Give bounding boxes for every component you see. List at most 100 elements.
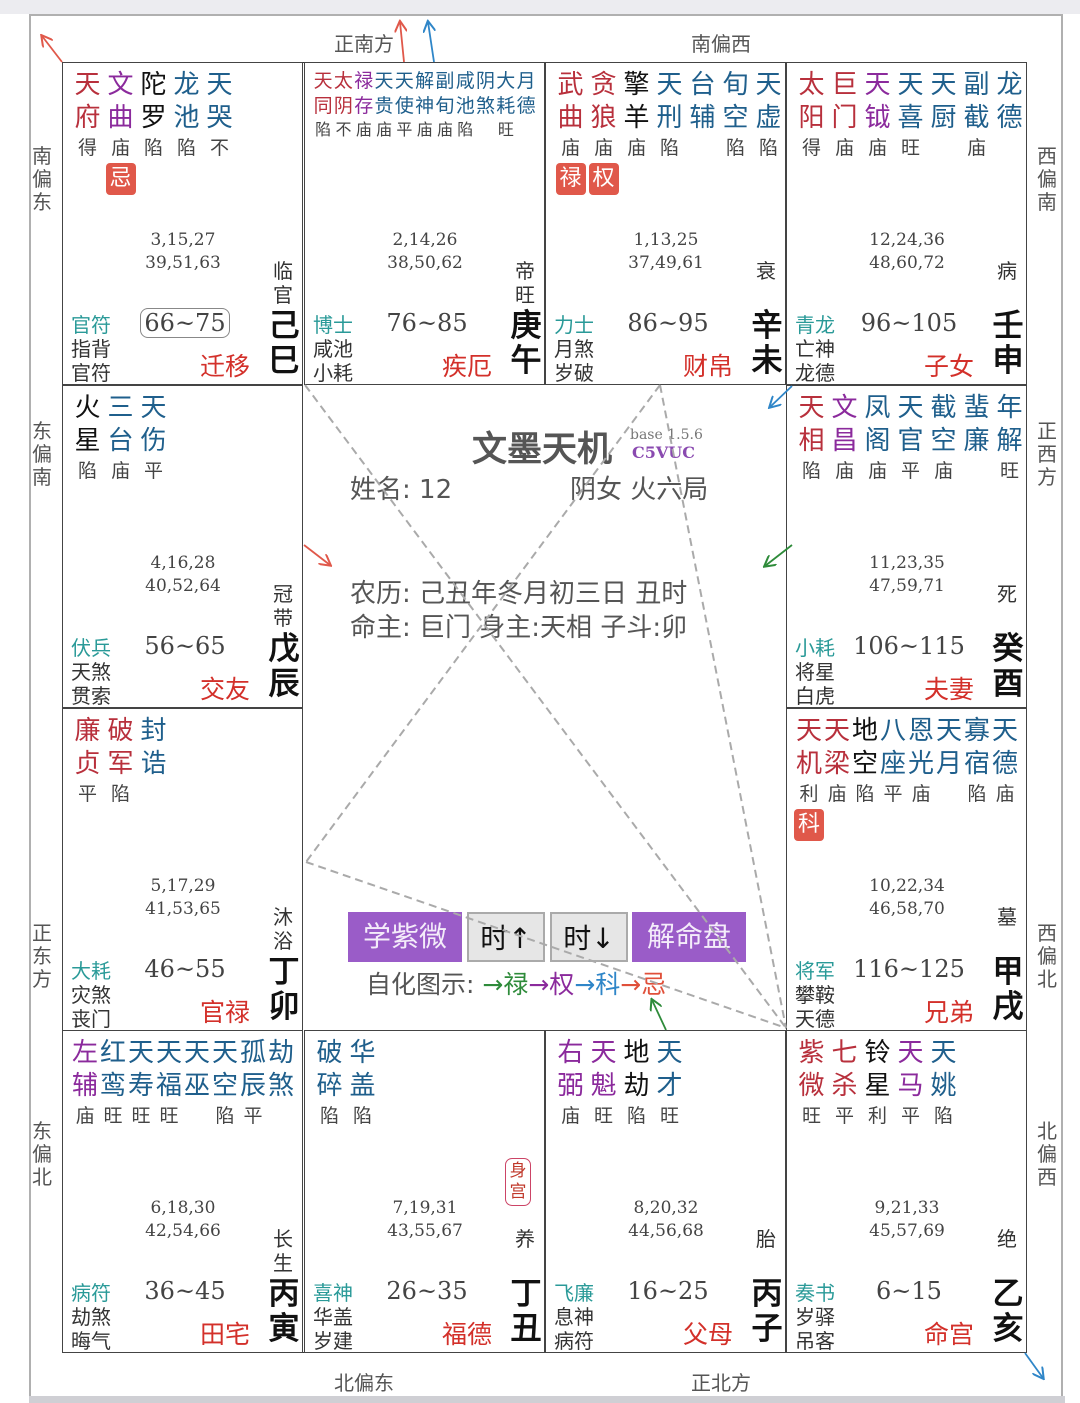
star[interactable]: 贪狼庙权 xyxy=(587,69,620,195)
star[interactable]: 天才旺 xyxy=(653,1037,686,1129)
star[interactable]: 武曲庙禄 xyxy=(554,69,587,195)
star[interactable]: 凤阁庙 xyxy=(861,392,894,484)
star[interactable]: 太阴不 xyxy=(333,69,353,145)
star[interactable]: 天巫 xyxy=(183,1037,211,1129)
star[interactable]: 三台庙 xyxy=(104,392,137,484)
star[interactable]: 右弼庙 xyxy=(554,1037,587,1129)
star[interactable]: 旬空陷 xyxy=(719,69,752,195)
star[interactable]: 天哭不 xyxy=(203,69,236,195)
star[interactable]: 龙池陷 xyxy=(170,69,203,195)
star[interactable]: 天福旺 xyxy=(155,1037,183,1129)
star[interactable]: 天伤平 xyxy=(137,392,170,484)
star[interactable]: 蜚廉 xyxy=(960,392,993,484)
star[interactable]: 恩光庙 xyxy=(907,715,935,841)
decade-range[interactable]: 96~105 xyxy=(847,307,971,339)
star[interactable]: 年解旺 xyxy=(993,392,1026,484)
star[interactable]: 天姚陷 xyxy=(927,1037,960,1129)
star[interactable]: 截空庙 xyxy=(927,392,960,484)
star[interactable]: 地空陷 xyxy=(851,715,879,841)
star[interactable]: 天刑陷 xyxy=(653,69,686,195)
star[interactable]: 大耗旺 xyxy=(496,69,516,145)
interpret-chart-button[interactable]: 解命盘 xyxy=(632,912,746,962)
star[interactable]: 天同陷 xyxy=(313,69,333,145)
star[interactable]: 文昌庙 xyxy=(828,392,861,484)
star[interactable]: 廉贞平 xyxy=(71,715,104,807)
decade-range[interactable]: 106~115 xyxy=(847,630,971,662)
jiangqian-star: 岁驿 xyxy=(795,1305,835,1329)
star[interactable]: 天府得 xyxy=(71,69,104,195)
star[interactable]: 咸池陷 xyxy=(455,69,475,145)
star[interactable]: 破碎陷 xyxy=(313,1037,346,1129)
star[interactable]: 天使平 xyxy=(394,69,414,145)
star[interactable]: 天厨 xyxy=(927,69,960,161)
star[interactable]: 龙德 xyxy=(993,69,1026,161)
decade-range[interactable]: 6~15 xyxy=(847,1275,971,1307)
star[interactable]: 太阳得 xyxy=(795,69,828,161)
decade-range[interactable]: 116~125 xyxy=(847,953,971,985)
star[interactable]: 副旬庙 xyxy=(435,69,455,145)
decade-range[interactable]: 86~95 xyxy=(606,307,730,339)
decade-range[interactable]: 26~35 xyxy=(365,1275,489,1307)
star[interactable]: 寡宿陷 xyxy=(963,715,991,841)
star[interactable]: 劫煞 xyxy=(267,1037,295,1129)
star[interactable]: 火星陷 xyxy=(71,392,104,484)
star[interactable]: 铃星利 xyxy=(861,1037,894,1129)
star[interactable]: 天相陷 xyxy=(795,392,828,484)
star[interactable]: 天喜旺 xyxy=(894,69,927,161)
hour-down-button[interactable]: 时↓ xyxy=(550,912,628,962)
star[interactable]: 台辅 xyxy=(686,69,719,195)
star[interactable]: 孤辰平 xyxy=(239,1037,267,1129)
star[interactable]: 天梁庙 xyxy=(823,715,851,841)
decade-range[interactable]: 66~75 xyxy=(123,307,247,339)
star[interactable]: 红鸾旺 xyxy=(99,1037,127,1129)
star[interactable]: 天钺庙 xyxy=(861,69,894,161)
star[interactable]: 天寿旺 xyxy=(127,1037,155,1129)
hour-up-button[interactable]: 时↑ xyxy=(467,912,545,962)
star[interactable]: 天机利科 xyxy=(794,715,824,841)
star[interactable]: 巨门庙 xyxy=(828,69,861,161)
star[interactable]: 解神庙 xyxy=(414,69,434,145)
decade-range[interactable]: 76~85 xyxy=(365,307,489,339)
star[interactable]: 天空陷 xyxy=(211,1037,239,1129)
decade-range[interactable]: 46~55 xyxy=(123,953,247,985)
star[interactable]: 八座平 xyxy=(879,715,907,841)
learn-ziwei-button[interactable]: 学紫微 xyxy=(348,912,462,962)
star[interactable]: 天德庙 xyxy=(991,715,1019,841)
star[interactable]: 文曲庙忌 xyxy=(104,69,137,195)
star[interactable]: 封诰 xyxy=(137,715,170,807)
star[interactable]: 天月 xyxy=(935,715,963,841)
star[interactable]: 副截庙 xyxy=(960,69,993,161)
star[interactable]: 天贵庙 xyxy=(374,69,394,145)
star[interactable]: 天魁旺 xyxy=(587,1037,620,1129)
decade-range[interactable]: 36~45 xyxy=(123,1275,247,1307)
star[interactable]: 地劫陷 xyxy=(620,1037,653,1129)
star[interactable]: 破军陷 xyxy=(104,715,137,807)
star[interactable]: 天官平 xyxy=(894,392,927,484)
decade-range[interactable]: 56~65 xyxy=(123,630,247,662)
star[interactable]: 紫微旺 xyxy=(795,1037,828,1129)
star[interactable]: 陀罗陷 xyxy=(137,69,170,195)
star[interactable]: 华盖陷 xyxy=(346,1037,379,1129)
star[interactable]: 月德 xyxy=(516,69,536,145)
star[interactable]: 天虚陷 xyxy=(752,69,785,195)
star[interactable]: 天马平 xyxy=(894,1037,927,1129)
decade-range[interactable]: 16~25 xyxy=(606,1275,730,1307)
star[interactable]: 禄存庙 xyxy=(354,69,374,145)
suiqian-star: 吊客 xyxy=(795,1329,835,1353)
star[interactable]: 左辅庙 xyxy=(71,1037,99,1129)
star[interactable]: 擎羊庙 xyxy=(620,69,653,195)
star[interactable]: 七杀平 xyxy=(828,1037,861,1129)
star[interactable]: 阴煞 xyxy=(475,69,495,145)
